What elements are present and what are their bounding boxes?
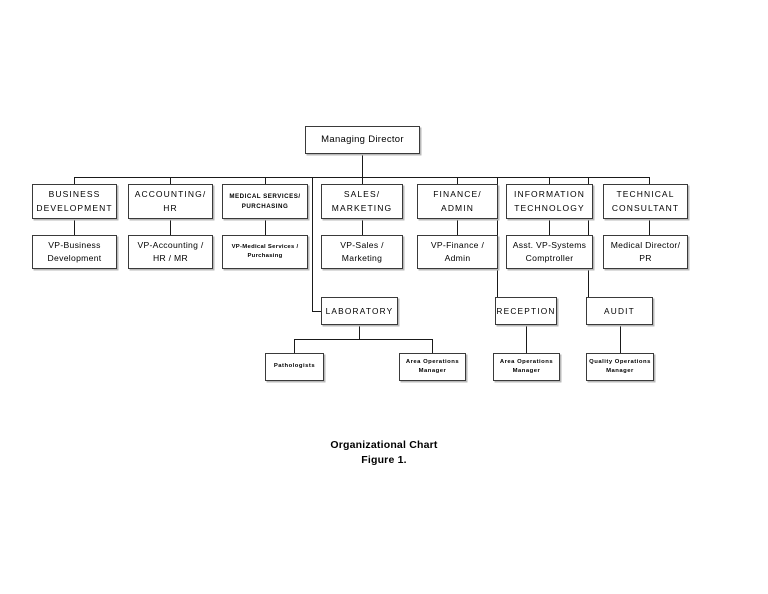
node-label-line2: TECHNOLOGY xyxy=(514,202,585,213)
connector-drop-business-development xyxy=(74,177,75,184)
connector-finance-admin-to-vp xyxy=(457,219,458,235)
node-label-line1: Medical Director/ xyxy=(610,239,681,250)
connector-laboratory-elbow xyxy=(312,311,322,312)
node-asst-vp-systems-comptroller[interactable]: Asst. VP-Systems Comptroller xyxy=(506,235,593,269)
connector-drop-lab-area-operations-manager xyxy=(432,339,433,353)
node-vp-finance-admin[interactable]: VP-Finance / Admin xyxy=(417,235,498,269)
node-label-line2: Manager xyxy=(606,368,634,374)
node-audit[interactable]: AUDIT xyxy=(586,297,653,325)
node-label: AUDIT xyxy=(604,305,635,316)
node-label-line2: Development xyxy=(47,253,102,263)
node-lab-area-operations-manager[interactable]: Area Operations Manager xyxy=(399,353,466,381)
node-sales-marketing[interactable]: SALES/ MARKETING xyxy=(321,184,403,219)
node-label-line2: PURCHASING xyxy=(241,202,289,210)
node-label-line1: Area Operations xyxy=(405,358,460,365)
node-label: LABORATORY xyxy=(325,305,394,316)
chart-caption: Organizational Chart Figure 1. xyxy=(0,438,768,468)
node-audit-quality-operations-manager[interactable]: Quality Operations Manager xyxy=(586,353,654,381)
node-vp-business-development[interactable]: VP-Business Development xyxy=(32,235,117,269)
connector-drop-technical-consultant xyxy=(649,177,650,184)
connector-reception-to-manager xyxy=(526,325,527,353)
node-label-line1: Area Operations xyxy=(499,358,554,365)
node-label-line2: HR xyxy=(163,202,178,213)
node-vp-medical-services-purchasing[interactable]: VP-Medical Services / Purchasing xyxy=(222,235,308,269)
connector-laboratory-bus xyxy=(294,339,433,340)
node-label-line1: VP-Finance / xyxy=(430,239,485,250)
node-label-line1: VP-Medical Services / xyxy=(231,243,299,250)
node-vp-sales-marketing[interactable]: VP-Sales / Marketing xyxy=(321,235,403,269)
node-label-line1: VP-Sales / xyxy=(340,239,384,250)
node-label-line1: BUSINESS xyxy=(48,189,101,200)
connector-business-development-to-vp xyxy=(74,219,75,235)
node-label-line1: FINANCE/ xyxy=(433,189,482,200)
node-laboratory[interactable]: LABORATORY xyxy=(321,297,398,325)
node-label-line2: Purchasing xyxy=(247,253,283,259)
node-label-line1: VP-Accounting / xyxy=(137,239,204,250)
node-label-line2: Admin xyxy=(444,253,471,263)
connector-drop-sales-marketing xyxy=(362,177,363,184)
connector-information-technology-to-vp xyxy=(549,219,550,235)
node-reception[interactable]: RECEPTION xyxy=(495,297,557,325)
connector-sales-marketing-to-vp xyxy=(362,219,363,235)
node-medical-director-pr[interactable]: Medical Director/ PR xyxy=(603,235,688,269)
node-label: Managing Director xyxy=(321,133,404,145)
connector-accounting-hr-to-vp xyxy=(170,219,171,235)
caption-figure: Figure 1. xyxy=(361,454,407,467)
connector-drop-medical-services-purchasing xyxy=(265,177,266,184)
node-label-line1: Asst. VP-Systems xyxy=(512,239,587,250)
caption-title: Organizational Chart xyxy=(330,439,438,451)
connector-department-bus xyxy=(74,177,649,178)
connector-laboratory-stem xyxy=(359,325,360,339)
connector-drop-information-technology xyxy=(549,177,550,184)
node-information-technology[interactable]: INFORMATION TECHNOLOGY xyxy=(506,184,593,219)
node-technical-consultant[interactable]: TECHNICAL CONSULTANT xyxy=(603,184,688,219)
node-label-line1: SALES/ xyxy=(343,189,381,200)
node-label-line1: Pathologists xyxy=(273,363,316,370)
node-medical-services-purchasing[interactable]: MEDICAL SERVICES/ PURCHASING xyxy=(222,184,308,219)
node-label-line1: VP-Business xyxy=(48,239,101,250)
node-finance-admin[interactable]: FINANCE/ ADMIN xyxy=(417,184,498,219)
node-label-line2: PR xyxy=(639,253,652,263)
node-label-line2: CONSULTANT xyxy=(611,202,680,213)
node-label-line2: Manager xyxy=(512,368,541,374)
node-label-line2: Manager xyxy=(418,368,447,374)
connector-technical-consultant-to-vp xyxy=(649,219,650,235)
node-label-line2: HR / MR xyxy=(152,253,189,263)
connector-root-stem xyxy=(362,154,363,177)
connector-medical-services-to-vp xyxy=(265,219,266,235)
node-label-line2: Comptroller xyxy=(525,253,574,263)
node-vp-accounting-hr[interactable]: VP-Accounting / HR / MR xyxy=(128,235,213,269)
node-reception-area-operations-manager[interactable]: Area Operations Manager xyxy=(493,353,560,381)
node-managing-director[interactable]: Managing Director xyxy=(305,126,420,154)
node-label-line1: INFORMATION xyxy=(514,189,585,200)
connector-audit-to-manager xyxy=(620,325,621,353)
node-accounting-hr[interactable]: ACCOUNTING/ HR xyxy=(128,184,213,219)
node-label-line2: MARKETING xyxy=(331,202,393,213)
connector-drop-pathologists xyxy=(294,339,295,353)
connector-drop-accounting-hr xyxy=(170,177,171,184)
connector-drop-finance-admin xyxy=(457,177,458,184)
node-label-line2: DEVELOPMENT xyxy=(36,202,113,213)
node-business-development[interactable]: BUSINESS DEVELOPMENT xyxy=(32,184,117,219)
node-label-line1: Quality Operations xyxy=(589,358,651,365)
node-label-line2: Marketing xyxy=(341,253,383,263)
node-label-line1: TECHNICAL xyxy=(616,189,675,200)
connector-laboratory-riser xyxy=(312,177,313,311)
node-label-line1: MEDICAL SERVICES/ xyxy=(229,192,301,200)
node-label-line1: ACCOUNTING/ xyxy=(134,189,207,200)
node-pathologists[interactable]: Pathologists xyxy=(265,353,324,381)
node-label-line2: ADMIN xyxy=(441,202,474,213)
node-label: RECEPTION xyxy=(496,305,556,316)
